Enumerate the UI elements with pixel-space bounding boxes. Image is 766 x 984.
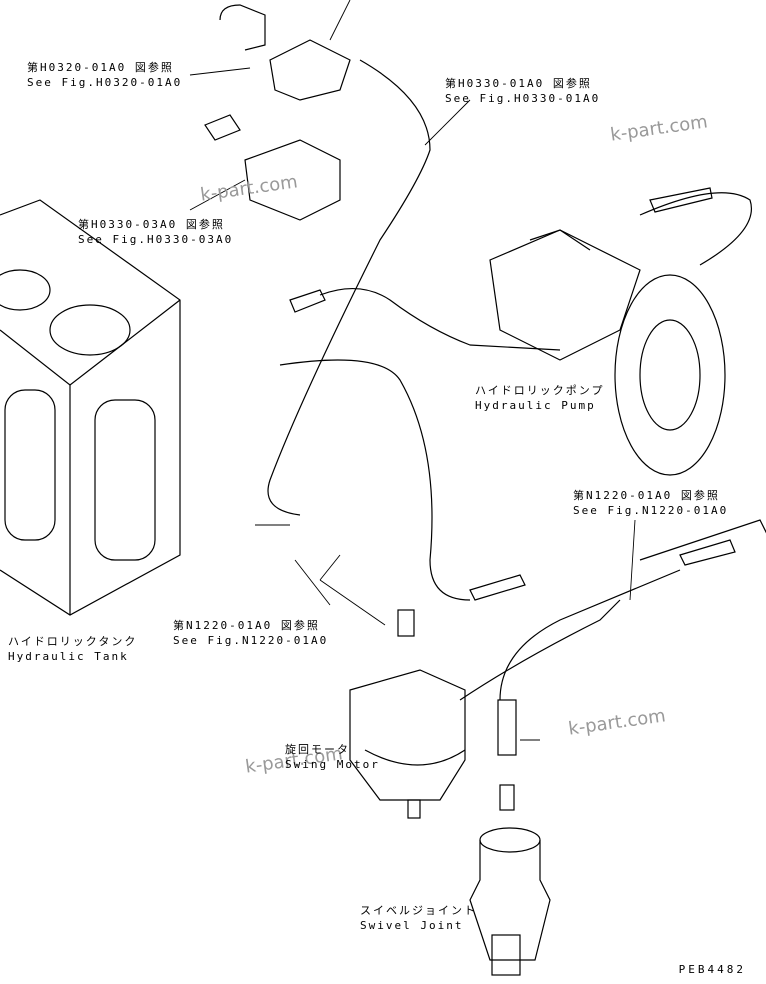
ref-h0330-01a0[interactable]: 第H0330-01A0 図参照 See Fig.H0330-01A0 [445,76,600,106]
label-en: Swivel Joint [360,919,464,932]
label-en: Hydraulic Tank [8,650,129,663]
label-swivel-joint: スイベルジョイント Swivel Joint [360,903,477,933]
ref-en: See Fig.H0320-01A0 [27,76,183,89]
label-jp: ハイドロリックポンプ [475,384,605,397]
swivel-joint [469,699,551,976]
swing-motor [349,609,466,819]
ref-jp: 第H0320-01A0 図参照 [27,61,174,74]
ref-h0320-01a0[interactable]: 第H0320-01A0 図参照 See Fig.H0320-01A0 [27,60,182,90]
leader-lines [189,0,636,741]
hoses [267,59,766,701]
ref-n1220-01a0-left[interactable]: 第N1220-01A0 図参照 See Fig.N1220-01A0 [173,618,328,648]
ref-h0330-03a0[interactable]: 第H0330-03A0 図参照 See Fig.H0330-03A0 [78,217,233,247]
ref-en: See Fig.H0330-03A0 [78,233,234,246]
ref-en: See Fig.N1220-01A0 [573,504,729,517]
ref-en: See Fig.H0330-01A0 [445,92,601,105]
label-hydraulic-pump: ハイドロリックポンプ Hydraulic Pump [475,383,604,413]
ref-en: See Fig.N1220-01A0 [173,634,329,647]
label-en: Hydraulic Pump [475,399,596,412]
label-jp: スイベルジョイント [360,904,477,917]
drawing-code: PEB4482 [678,963,746,976]
ref-n1220-01a0-right[interactable]: 第N1220-01A0 図参照 See Fig.N1220-01A0 [573,488,728,518]
label-hydraulic-tank: ハイドロリックタンク Hydraulic Tank [8,634,137,664]
valve-blocks [204,4,351,221]
label-jp: ハイドロリックタンク [8,635,138,648]
hydraulic-pump [489,229,726,476]
label-jp: 旋回モータ [285,743,350,756]
hydraulic-tank [0,199,181,616]
ref-jp: 第H0330-01A0 図参照 [445,77,592,90]
ref-jp: 第H0330-03A0 図参照 [78,218,225,231]
ref-jp: 第N1220-01A0 図参照 [573,489,720,502]
ref-jp: 第N1220-01A0 図参照 [173,619,320,632]
label-swing-motor: 旋回モータ Swing Motor [285,742,380,772]
label-en: Swing Motor [285,758,380,771]
